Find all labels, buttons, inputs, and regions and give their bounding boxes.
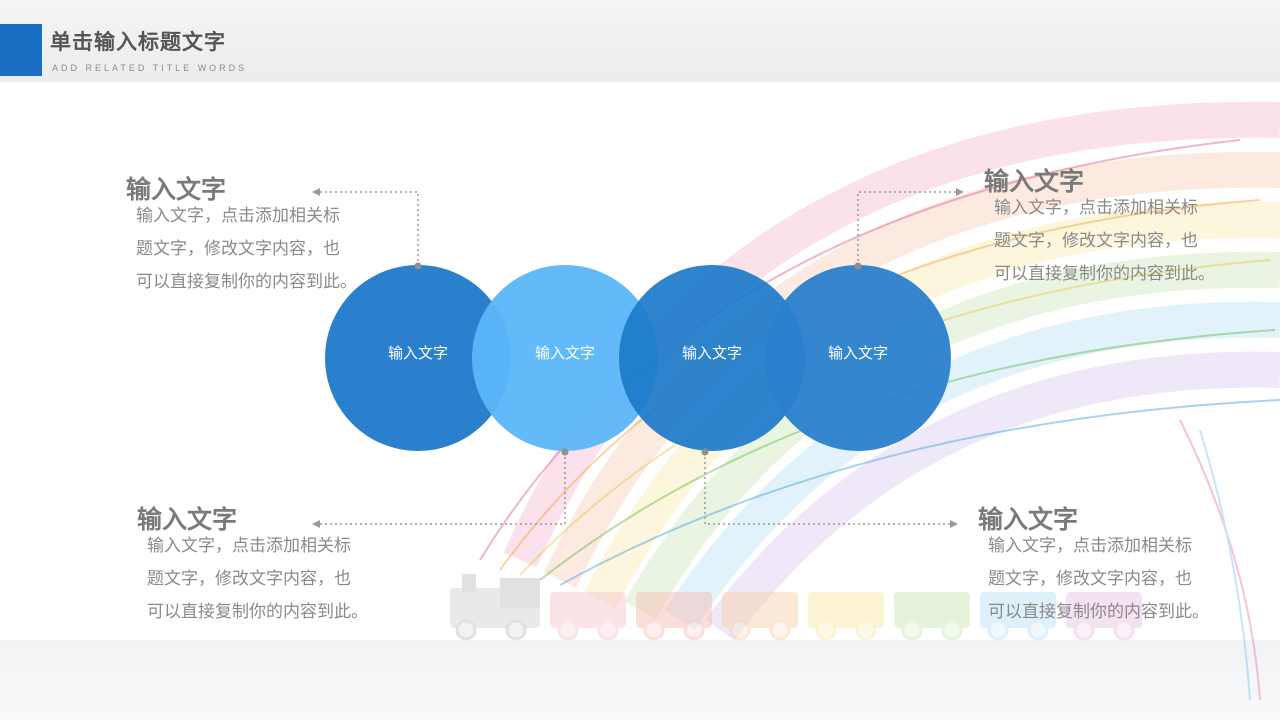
connector-bottom-right: [704, 452, 952, 525]
connector-bottom-left: [318, 452, 566, 525]
train-decoration: [450, 574, 1142, 641]
block-top-left-line: 输入文字，点击添加相关标: [136, 206, 340, 226]
circle-group: [325, 265, 951, 451]
block-bottom-left-line: 输入文字，点击添加相关标: [147, 536, 351, 556]
connector-dots: [414, 262, 862, 456]
block-bottom-right-line: 题文字，修改文字内容，也: [988, 569, 1192, 589]
circle-1: [325, 265, 511, 451]
block-bottom-right-text: 输入文字，点击添加相关标 题文字，修改文字内容，也 可以直接复制你的内容到此。: [988, 530, 1228, 629]
block-top-right-line: 可以直接复制你的内容到此。: [994, 264, 1215, 284]
block-bottom-right-line: 可以直接复制你的内容到此。: [988, 602, 1209, 622]
block-top-left-line: 可以直接复制你的内容到此。: [136, 272, 357, 292]
block-bottom-left-text: 输入文字，点击添加相关标 题文字，修改文字内容，也 可以直接复制你的内容到此。: [147, 530, 387, 629]
block-bottom-right-title: 输入文字: [978, 505, 1079, 534]
circle-3: [619, 265, 805, 451]
block-top-right-line: 题文字，修改文字内容，也: [994, 231, 1198, 251]
block-top-right-text: 输入文字，点击添加相关标 题文字，修改文字内容，也 可以直接复制你的内容到此。: [994, 192, 1234, 291]
circle-3-label: 输入文字: [681, 344, 742, 362]
circle-4: [765, 265, 951, 451]
block-top-right-title: 输入文字: [984, 167, 1085, 196]
block-bottom-right-line: 输入文字，点击添加相关标: [988, 536, 1192, 556]
page-subtitle: ADD RELATED TITLE WORDS: [52, 63, 248, 73]
connector-top-right: [857, 191, 958, 266]
block-bottom-left-title: 输入文字: [137, 505, 238, 534]
circle-2-label: 输入文字: [534, 344, 595, 362]
connector-top-left: [318, 191, 419, 266]
page-title: 单击输入标题文字: [50, 30, 226, 54]
circle-2: [472, 265, 658, 451]
block-top-right-line: 输入文字，点击添加相关标: [994, 198, 1198, 218]
header-accent-square: [0, 24, 42, 76]
header-band: [0, 0, 1280, 82]
circle-1-label: 输入文字: [387, 344, 448, 362]
block-top-left-title: 输入文字: [126, 175, 227, 204]
circle-4-label: 输入文字: [827, 344, 888, 362]
connector-lines: [318, 191, 958, 525]
block-bottom-left-line: 题文字，修改文字内容，也: [147, 569, 351, 589]
block-top-left-line: 题文字，修改文字内容，也: [136, 239, 340, 259]
block-top-left-text: 输入文字，点击添加相关标 题文字，修改文字内容，也 可以直接复制你的内容到此。: [136, 200, 376, 299]
connector-arrows: [312, 188, 964, 528]
block-bottom-left-line: 可以直接复制你的内容到此。: [147, 602, 368, 622]
footer-band: [0, 640, 1280, 720]
